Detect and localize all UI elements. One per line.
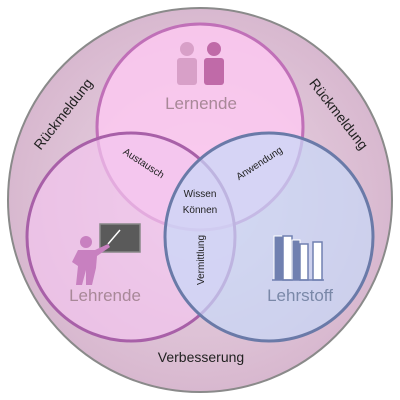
label-lernende: Lernende (165, 94, 237, 113)
people-icon (177, 42, 224, 85)
books-icon (272, 235, 324, 281)
center-koennen: Können (183, 205, 217, 216)
center-wissen: Wissen (184, 189, 217, 200)
label-lehrstoff: Lehrstoff (267, 286, 333, 305)
overlap-vermittlung: Vermittlung (196, 235, 207, 285)
circle-lehrstoff (163, 131, 375, 343)
label-lehrende: Lehrende (69, 286, 141, 305)
outer-label-verbesserung: Verbesserung (158, 349, 244, 365)
teacher-at-board-icon (72, 223, 141, 285)
